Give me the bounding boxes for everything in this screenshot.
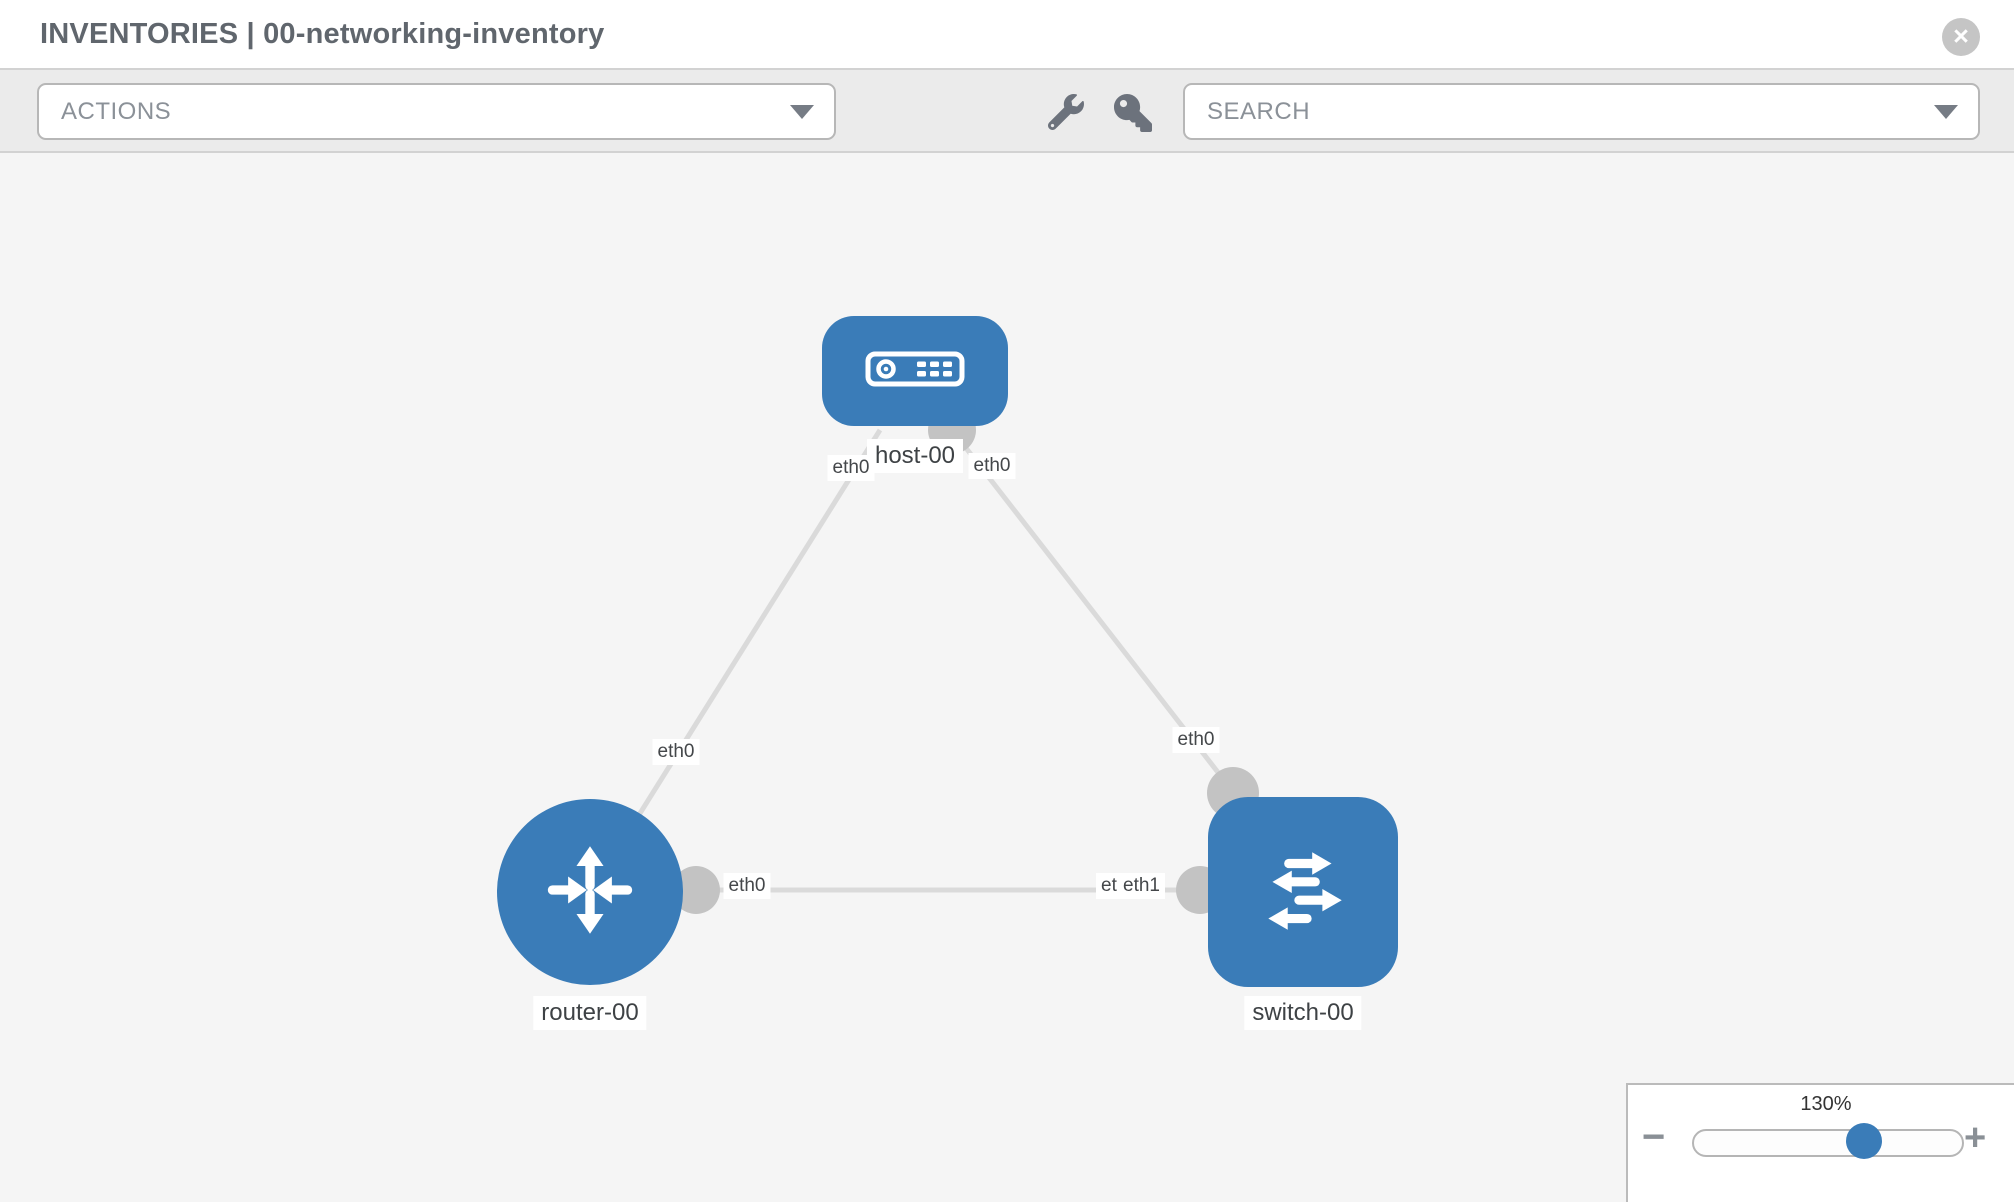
zoom-slider-thumb[interactable] (1846, 1123, 1882, 1159)
search-dropdown[interactable]: SEARCH (1183, 83, 1980, 140)
node-label-router-00: router-00 (533, 996, 647, 1030)
zoom-in-button[interactable]: + (1964, 1117, 1987, 1159)
chevron-down-icon (1934, 104, 1958, 119)
actions-dropdown[interactable]: ACTIONS (37, 83, 836, 140)
zoom-out-button[interactable]: − (1642, 1115, 1666, 1159)
iface-label-host-left: eth0 (827, 455, 875, 481)
wrench-icon (1048, 94, 1084, 130)
node-label-switch-00: switch-00 (1244, 996, 1362, 1030)
iface-label-switch-left: eth1 (1118, 873, 1165, 899)
node-router-00[interactable] (497, 799, 683, 985)
topology-links (589, 428, 1236, 893)
credentials-button[interactable] (1114, 94, 1152, 132)
node-host-00[interactable] (822, 316, 1008, 426)
iface-label-router-right: eth0 (723, 873, 771, 899)
node-label-host-00: host-00 (866, 439, 964, 473)
tools-button[interactable] (1048, 94, 1084, 130)
host-icon (865, 351, 965, 392)
router-icon (540, 840, 640, 945)
iface-label-switch-top: eth0 (1172, 727, 1220, 753)
actions-dropdown-label: ACTIONS (61, 98, 172, 125)
page-title: INVENTORIES | 00-networking-inventory (40, 18, 605, 50)
close-button[interactable]: × (1942, 18, 1980, 56)
zoom-slider-track[interactable] (1692, 1129, 1964, 1157)
iface-label-host-right: eth0 (968, 453, 1016, 479)
search-dropdown-label: SEARCH (1207, 98, 1311, 125)
iface-label-router-top: eth0 (652, 739, 700, 765)
node-switch-00[interactable] (1208, 797, 1398, 987)
topology-canvas[interactable]: host-00 router-00 switch-00 eth0 eth0 et… (0, 153, 2014, 1200)
close-icon: × (1953, 21, 1969, 51)
toolbar: ACTIONS SEARCH (0, 70, 2014, 153)
key-icon (1114, 94, 1152, 132)
switch-icon (1250, 837, 1356, 948)
chevron-down-icon (790, 104, 814, 119)
header: INVENTORIES | 00-networking-inventory × (0, 0, 2014, 70)
zoom-panel: 130% − + (1626, 1083, 2014, 1202)
zoom-level: 130% (1800, 1093, 1852, 1115)
